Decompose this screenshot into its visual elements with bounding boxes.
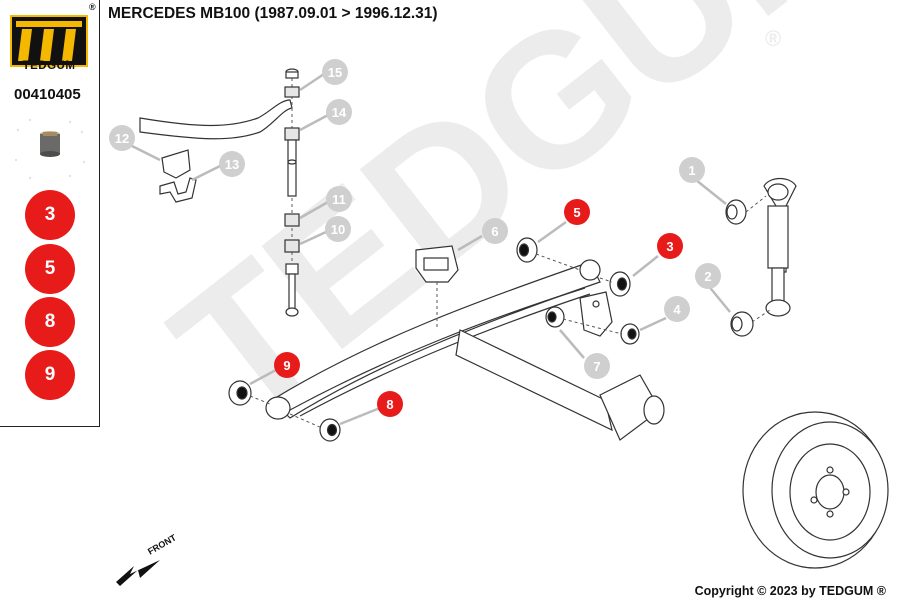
callout-4: 4 [664, 296, 690, 322]
callout-7: 7 [584, 353, 610, 379]
callout-12: 12 [109, 125, 135, 151]
sidebar-panel: TEDGUM ® 00410405 3 5 8 9 [0, 0, 100, 427]
callout-5: 5 [564, 199, 590, 225]
callout-10: 10 [325, 216, 351, 242]
highlight-badge-9: 9 [25, 350, 75, 400]
callout-14: 14 [326, 99, 352, 125]
callout-3: 3 [657, 233, 683, 259]
link-bushing-11 [284, 213, 300, 227]
highlight-badge-3: 3 [25, 190, 75, 240]
vehicle-name: MERCEDES MB100 [108, 5, 251, 22]
callout-15: 15 [322, 59, 348, 85]
tedgum-logo [10, 15, 88, 67]
stabilizer-bar [139, 99, 293, 140]
stabilizer-clamp-12 [161, 149, 191, 179]
link-bushing-10 [284, 239, 300, 253]
logo-text: TEDGUM [22, 60, 76, 72]
suspension-diagram [116, 68, 889, 586]
leaf-spring [271, 261, 601, 419]
spring-hanger [579, 291, 613, 337]
stabilizer-bracket-13 [159, 177, 197, 203]
part-number: 00410405 [14, 86, 81, 103]
callout-8: 8 [377, 391, 403, 417]
callout-2: 2 [695, 263, 721, 289]
link-bushing-15 [284, 86, 300, 98]
logo-registered-mark: ® [89, 2, 96, 12]
front-arrow-icon [116, 560, 160, 586]
callout-1: 1 [679, 157, 705, 183]
callout-6: 6 [482, 218, 508, 244]
highlight-badge-8: 8 [25, 297, 75, 347]
callout-13: 13 [219, 151, 245, 177]
callout-9: 9 [274, 352, 300, 378]
link-bushing-14 [284, 127, 300, 141]
copyright-notice: Copyright © 2023 by TEDGUM ® [694, 584, 886, 598]
bushing-thumbnail [14, 118, 86, 180]
rear-axle [455, 329, 613, 432]
highlight-badge-5: 5 [25, 244, 75, 294]
page-title: MERCEDES MB100 (1987.09.01 > 1996.12.31) [108, 5, 438, 23]
production-date-range: (1987.09.01 > 1996.12.31) [254, 5, 438, 22]
watermark-registered-mark: ® [765, 26, 782, 51]
callout-11: 11 [326, 186, 352, 212]
